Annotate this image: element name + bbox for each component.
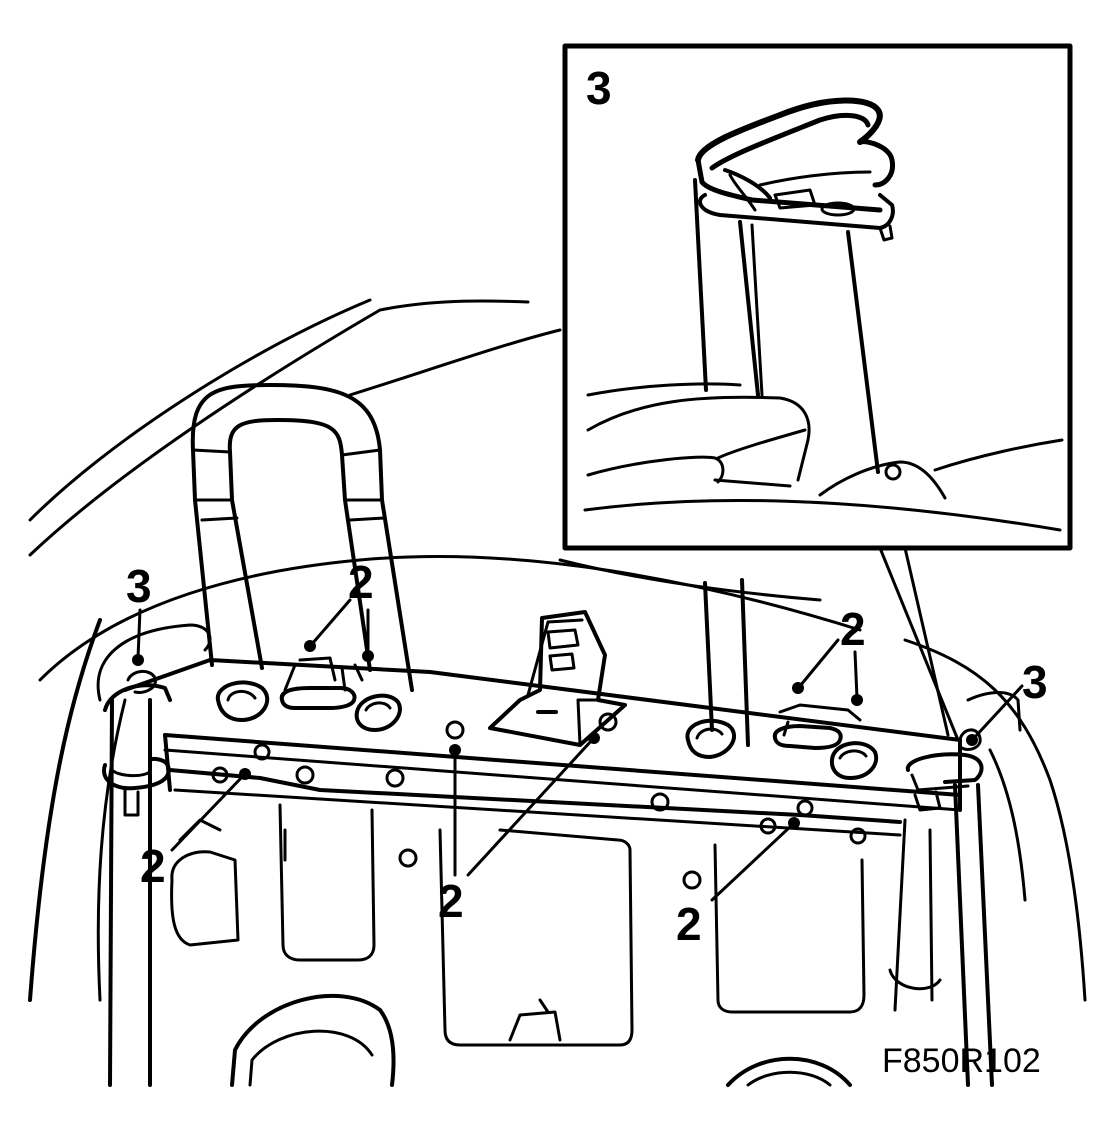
callout-2-top-right: 2 [840, 603, 866, 655]
leader-dot [792, 682, 804, 694]
leader-dot [966, 734, 978, 746]
right-roll-bar [685, 578, 879, 780]
callout-2-top-left: 2 [348, 556, 374, 608]
inset-view [562, 43, 1073, 551]
leader-dot [239, 768, 251, 780]
left-seat-belt [96, 623, 212, 1087]
leader-dot [304, 640, 316, 652]
fasteners [253, 712, 814, 817]
left-roll-bar [190, 383, 414, 732]
leader-dot [362, 650, 374, 662]
leader-dot [788, 817, 800, 829]
center-bracket [488, 610, 627, 747]
car-body-outline [28, 298, 1087, 1002]
lower-panels [170, 803, 942, 1087]
callout-2-bottom-center: 2 [438, 875, 464, 927]
callout-3-left: 3 [126, 560, 152, 612]
leader-dot [132, 654, 144, 666]
leader-dot [449, 744, 461, 756]
inset-label: 3 [586, 62, 612, 114]
callout-3-right: 3 [1022, 656, 1048, 708]
inset-pointer [878, 546, 960, 742]
figure-code: F850R102 [882, 1042, 1041, 1080]
leader-dot [588, 732, 600, 744]
cross-member [123, 658, 962, 845]
callout-2-bottom-right: 2 [676, 898, 702, 950]
right-seat-belt [905, 691, 1022, 1087]
leader-lines [132, 598, 1024, 902]
leader-dot [851, 694, 863, 706]
callout-2-bottom-left: 2 [140, 840, 166, 892]
